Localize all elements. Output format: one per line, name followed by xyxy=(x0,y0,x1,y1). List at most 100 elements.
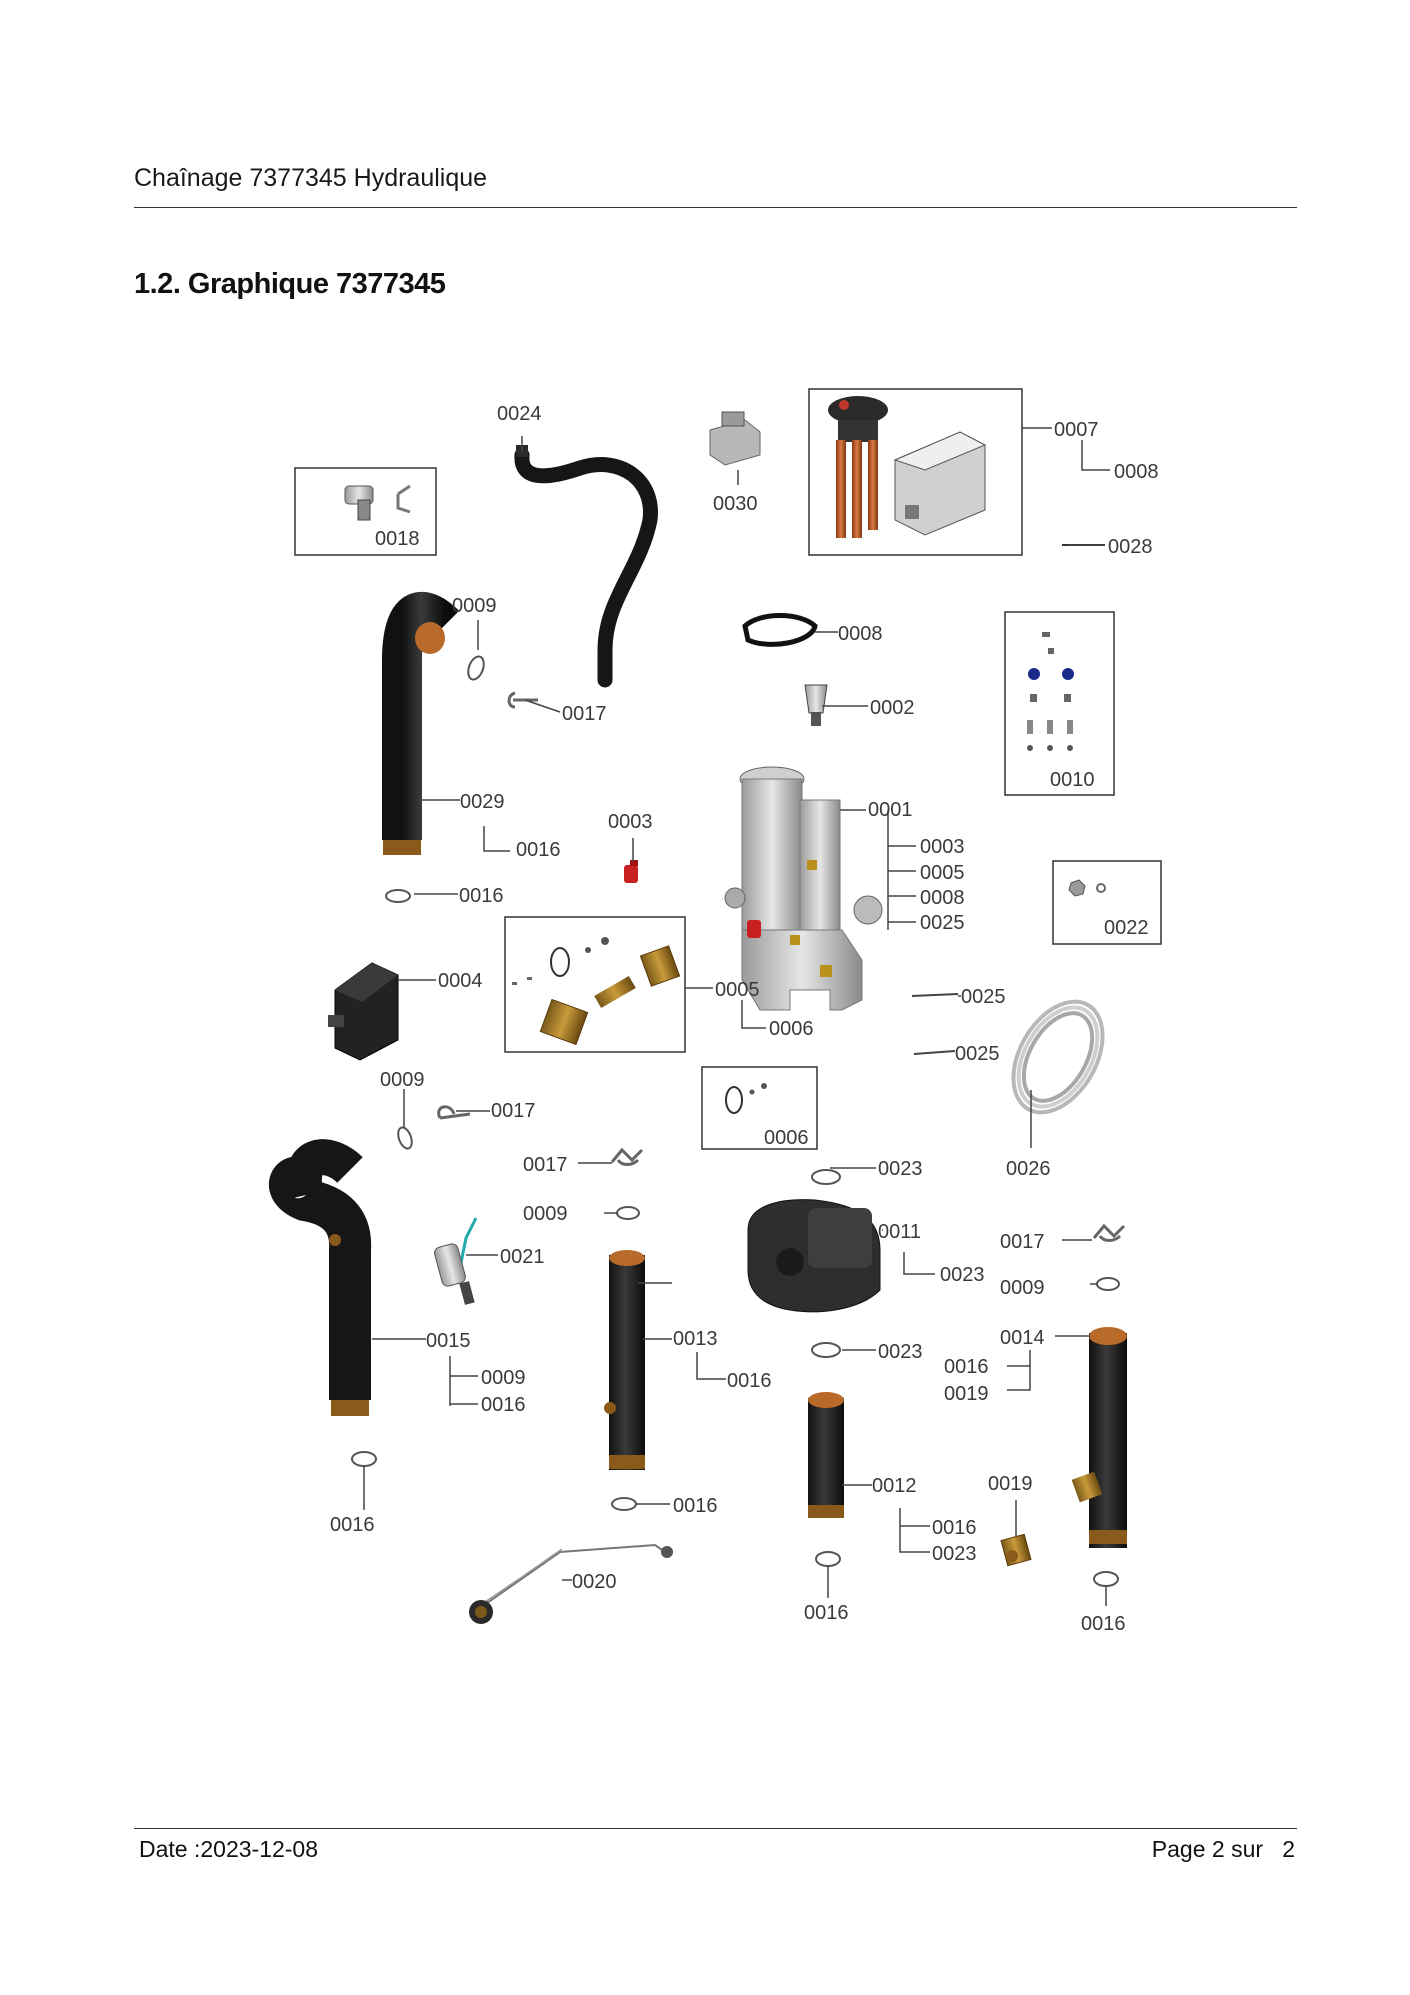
label-0023-d: 0023 xyxy=(932,1543,977,1565)
label-0016-e: 0016 xyxy=(944,1356,989,1378)
transformer-0030 xyxy=(709,411,761,466)
o-ring-0009-b xyxy=(397,1126,413,1150)
brass-fitting-0019 xyxy=(1000,1533,1032,1567)
washer-0023-b xyxy=(811,1342,841,1358)
label-0022: 0022 xyxy=(1104,917,1149,939)
elbow-pipe-0029 xyxy=(382,591,460,855)
label-0025-d: 0025 xyxy=(955,1043,1000,1065)
gasket-0008 xyxy=(742,613,818,647)
document-title: Chaînage 7377345 Hydraulique xyxy=(134,164,488,192)
hose-0024 xyxy=(514,447,658,688)
drain-valve-0003 xyxy=(624,860,638,883)
screws-0010 xyxy=(1027,632,1074,751)
label-0018: 0018 xyxy=(375,528,420,550)
label-0020: 0020 xyxy=(572,1571,617,1593)
part-labels: 0024 0030 0007 0008 0028 0018 0009 0008 … xyxy=(330,403,1159,1635)
o-ring-0009-a xyxy=(467,655,485,681)
kit-box-0022 xyxy=(1052,860,1162,945)
label-0004: 0004 xyxy=(438,970,483,992)
washer-0023-a xyxy=(811,1169,841,1185)
label-0009-a: 0009 xyxy=(452,595,497,617)
kit-box-0005 xyxy=(504,916,686,1053)
label-0012: 0012 xyxy=(872,1475,917,1497)
label-0016-g: 0016 xyxy=(673,1495,718,1517)
clip-0017-c xyxy=(610,1147,644,1166)
bracket-0007 xyxy=(893,431,987,536)
label-0011: 0011 xyxy=(878,1221,921,1243)
label-0016-j: 0016 xyxy=(1081,1613,1126,1635)
label-0015: 0015 xyxy=(426,1330,471,1352)
label-0016-a: 0016 xyxy=(516,839,561,861)
label-0029: 0029 xyxy=(460,791,505,813)
page-number: Page 2 sur 2 xyxy=(1151,1836,1295,1862)
label-0006: 0006 xyxy=(769,1018,814,1040)
label-0001: 0001 xyxy=(868,799,913,821)
label-0023-b: 0023 xyxy=(940,1264,985,1286)
coiled-tube-0026 xyxy=(1011,999,1105,1115)
label-0019-b: 0019 xyxy=(988,1473,1033,1495)
actuator-0004 xyxy=(328,962,399,1061)
label-0009-b: 0009 xyxy=(380,1069,425,1091)
valve-0002 xyxy=(804,684,828,726)
label-0023-c: 0023 xyxy=(878,1341,923,1363)
pin-0025-a xyxy=(911,993,959,997)
pipe-0012 xyxy=(808,1392,844,1518)
label-0008-mid: 0008 xyxy=(838,623,883,645)
pipe-0013 xyxy=(604,1250,645,1470)
circulator-pump-0011 xyxy=(747,1199,881,1313)
washer-0016-b xyxy=(351,1451,377,1467)
valve-kit-0005-contents xyxy=(512,937,681,1046)
label-0023-a: 0023 xyxy=(878,1158,923,1180)
clip-0017-b xyxy=(437,1105,471,1120)
label-0007: 0007 xyxy=(1054,419,1099,441)
fitting-0018 xyxy=(344,484,411,521)
washer-0016-d xyxy=(815,1551,841,1567)
nut-kit-0022 xyxy=(1068,879,1106,897)
label-0014: 0014 xyxy=(1000,1327,1045,1349)
label-0016-b: 0016 xyxy=(459,885,504,907)
label-0013: 0013 xyxy=(673,1328,718,1350)
kit-box-0007 xyxy=(808,388,1023,556)
sensor-0021 xyxy=(434,1217,478,1305)
label-0008-top: 0008 xyxy=(1114,461,1159,483)
washer-0016-a xyxy=(385,889,411,903)
footer-divider xyxy=(134,1828,1297,1829)
clip-0017-a xyxy=(507,691,538,709)
label-0019-a: 0019 xyxy=(944,1383,989,1405)
elbow-pipe-0015 xyxy=(269,1139,372,1416)
pipe-0014 xyxy=(1071,1327,1127,1548)
label-0017-c: 0017 xyxy=(523,1154,568,1176)
footer-date: Date :2023-12-08 xyxy=(139,1836,319,1862)
hydraulic-block-0001 xyxy=(724,766,883,1011)
label-0008-b: 0008 xyxy=(920,887,965,909)
label-0016-i: 0016 xyxy=(804,1602,849,1624)
label-0017-a: 0017 xyxy=(562,703,607,725)
label-0017-b: 0017 xyxy=(491,1100,536,1122)
kit-box-0018 xyxy=(294,467,437,556)
label-0016-d: 0016 xyxy=(727,1370,772,1392)
wire-sensor-0020 xyxy=(469,1543,673,1624)
label-0002: 0002 xyxy=(870,697,915,719)
washer-0016-c xyxy=(611,1497,637,1511)
label-0003-b: 0003 xyxy=(920,836,965,858)
o-ring-0009-e xyxy=(1096,1277,1120,1291)
section-heading: 1.2. Graphique 7377345 xyxy=(134,268,446,300)
label-0010: 0010 xyxy=(1050,769,1095,791)
o-ring-0009-c xyxy=(616,1206,640,1220)
washer-0016-e xyxy=(1093,1571,1119,1587)
label-0009-e: 0009 xyxy=(481,1367,526,1389)
label-0016-f: 0016 xyxy=(330,1514,375,1536)
label-0025-c: 0025 xyxy=(961,986,1006,1008)
label-0005: 0005 xyxy=(715,979,760,1001)
label-0017-d: 0017 xyxy=(1000,1231,1045,1253)
label-0003: 0003 xyxy=(608,811,653,833)
label-0005-b: 0005 xyxy=(920,862,965,884)
label-0006-box: 0006 xyxy=(764,1127,809,1149)
label-0009-c: 0009 xyxy=(523,1203,568,1225)
header-divider xyxy=(134,207,1297,208)
label-0030: 0030 xyxy=(713,493,758,515)
label-0024: 0024 xyxy=(497,403,542,425)
label-0021: 0021 xyxy=(500,1246,545,1268)
